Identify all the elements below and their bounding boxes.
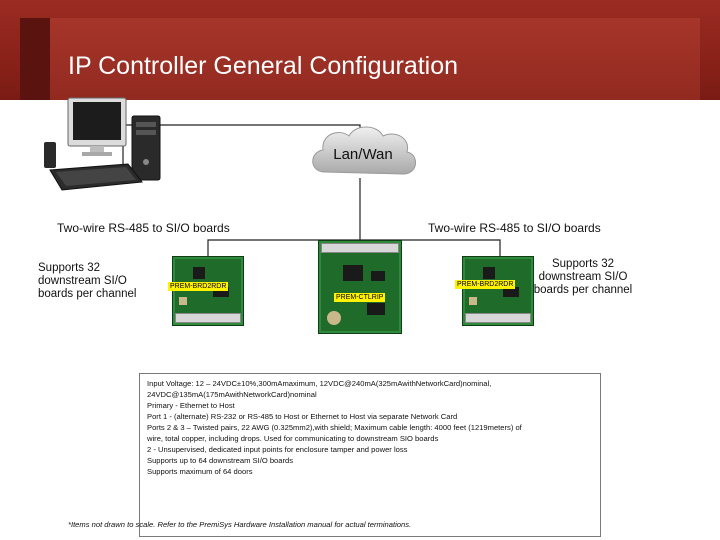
left-board-tag: PREM-BRD2RDR [168, 282, 229, 291]
left-bus-label: Two-wire RS-485 to SI/O boards [57, 221, 230, 235]
right-board-tag: PREM-BRD2RDR [455, 280, 516, 289]
board-pad [179, 297, 187, 305]
board-pad [469, 297, 477, 305]
terminal-block [465, 313, 531, 323]
spec-line: wire, total copper, including drops. Use… [147, 434, 439, 443]
right-reader-board [462, 256, 534, 326]
board-chip [367, 303, 385, 315]
left-support-label: Supports 32 downstream SI/O boards per c… [38, 262, 137, 300]
desktop-computer-icon [44, 97, 161, 191]
cloud-icon [312, 126, 416, 175]
spec-line: Port 1 - (alternate) RS-232 or RS-485 to… [147, 412, 458, 421]
footnote: *Items not drawn to scale. Refer to the … [68, 520, 412, 529]
spec-line: 24VDC@135mA(175mAwithNetworkCard)nominal [147, 390, 317, 399]
left-reader-board [172, 256, 244, 326]
right-support-label: Supports 32 downstream SI/O boards per c… [533, 258, 633, 296]
right-bus-label: Two-wire RS-485 to SI/O boards [428, 221, 601, 235]
terminal-block [321, 243, 399, 253]
spec-line: 2 - Unsupervised, dedicated input points… [147, 445, 408, 454]
board-battery [327, 311, 341, 325]
spec-line: Input Voltage: 12 – 24VDC±10%,300mAmaxim… [147, 379, 492, 388]
spec-line: Supports up to 64 downstream SI/O boards [147, 456, 294, 465]
board-chip [193, 267, 205, 279]
board-chip [503, 287, 519, 297]
cloud-label: Lan/Wan [333, 146, 393, 163]
terminal-block [175, 313, 241, 323]
spec-line: Ports 2 & 3 – Twisted pairs, 22 AWG (0.3… [147, 423, 522, 432]
spec-line: Supports maximum of 64 doors [147, 467, 253, 476]
board-chip [371, 271, 385, 281]
spec-line: Primary - Ethernet to Host [147, 401, 235, 410]
title-accent [20, 18, 50, 100]
controller-board [318, 240, 402, 334]
title-panel [50, 18, 700, 100]
board-chip [483, 267, 495, 279]
board-chip [213, 287, 229, 297]
center-board-tag: PREM-CTLRIP [334, 293, 386, 302]
board-chip [343, 265, 363, 281]
page-title: IP Controller General Configuration [68, 52, 459, 80]
spec-box: Input Voltage: 12 – 24VDC±10%,300mAmaxim… [139, 373, 601, 537]
